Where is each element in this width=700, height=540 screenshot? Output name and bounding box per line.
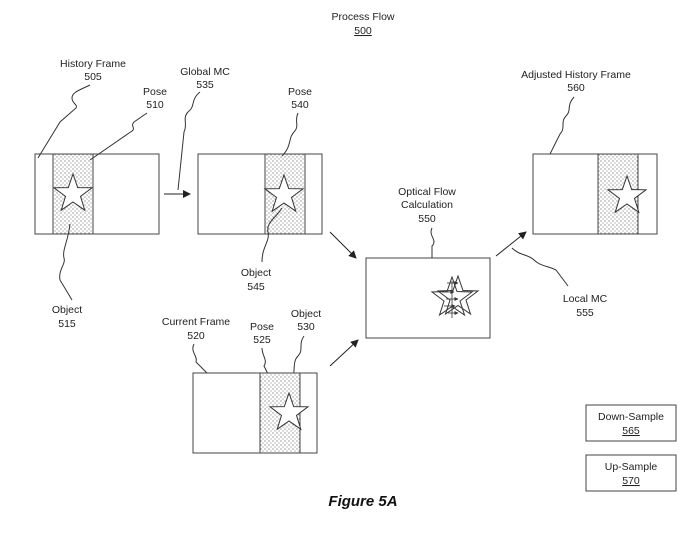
legend-up-sample: Up-Sample 570	[585, 454, 677, 492]
up-sample-label: Up-Sample	[605, 461, 658, 473]
optical-flow-leader	[430, 227, 435, 260]
pose-540-label: Pose	[288, 86, 312, 98]
global-mc-label: Global MC	[180, 66, 230, 78]
object-545-label: Object	[241, 267, 271, 279]
optical-flow-box	[365, 257, 491, 339]
optical-flow-label-line2: Calculation	[401, 199, 453, 211]
down-sample-number: 565	[622, 425, 640, 437]
local-mc-label: Local MC	[563, 293, 608, 305]
global-mc-leader	[177, 91, 201, 191]
object-545-number: 545	[247, 281, 265, 293]
current-frame-number: 520	[187, 330, 205, 342]
object-515-label: Object	[52, 304, 82, 316]
local-mc-leader	[511, 247, 569, 287]
object-star-545	[263, 173, 305, 213]
figure-caption: Figure 5A	[328, 493, 397, 510]
history-frame-leader	[37, 84, 91, 159]
object-star-adjusted	[606, 174, 648, 214]
object-star-530	[268, 391, 310, 431]
optical-flow-star-history	[436, 274, 480, 316]
optical-flow-label-line1: Optical Flow	[398, 186, 456, 198]
object-515-leader	[59, 223, 73, 301]
pose-525-number: 525	[253, 334, 271, 346]
object-530-label: Object	[291, 308, 321, 320]
arrow-to-optical-flow-bottom	[329, 339, 359, 367]
object-star-515	[52, 172, 94, 212]
figure-number: 500	[354, 25, 372, 37]
object-515-number: 515	[58, 318, 76, 330]
figure-title: Process Flow	[331, 11, 394, 23]
pose-540-leader	[281, 112, 299, 157]
up-sample-number: 570	[622, 475, 640, 487]
object-530-number: 530	[297, 321, 315, 333]
arrow-to-optical-flow-top	[329, 231, 357, 259]
adjusted-history-number: 560	[567, 82, 585, 94]
motion-vectors	[442, 281, 459, 318]
current-frame-leader	[192, 343, 209, 375]
optical-flow-number: 550	[418, 213, 436, 225]
global-mc-number: 535	[196, 79, 214, 91]
object-545-leader	[261, 207, 283, 263]
current-frame-label: Current Frame	[162, 316, 230, 328]
pose-510-label: Pose	[143, 86, 167, 98]
adjusted-history-frame	[532, 153, 658, 235]
adjusted-history-label: Adjusted History Frame	[521, 69, 631, 81]
pose-510-number: 510	[146, 99, 164, 111]
history-frame	[34, 153, 160, 235]
down-sample-label: Down-Sample	[598, 411, 664, 423]
pose-540-number: 540	[291, 99, 309, 111]
pose-510-leader	[89, 112, 148, 161]
history-frame-number: 505	[84, 71, 102, 83]
local-mc-arrow	[495, 231, 527, 257]
local-mc-number: 555	[576, 307, 594, 319]
legend-down-sample: Down-Sample 565	[585, 404, 677, 442]
history-frame-label: History Frame	[60, 58, 126, 70]
global-mc-frame	[197, 153, 323, 235]
adjusted-history-leader	[547, 96, 575, 159]
pose-525-leader	[261, 347, 269, 375]
pose-525-label: Pose	[250, 321, 274, 333]
current-frame	[192, 372, 318, 454]
